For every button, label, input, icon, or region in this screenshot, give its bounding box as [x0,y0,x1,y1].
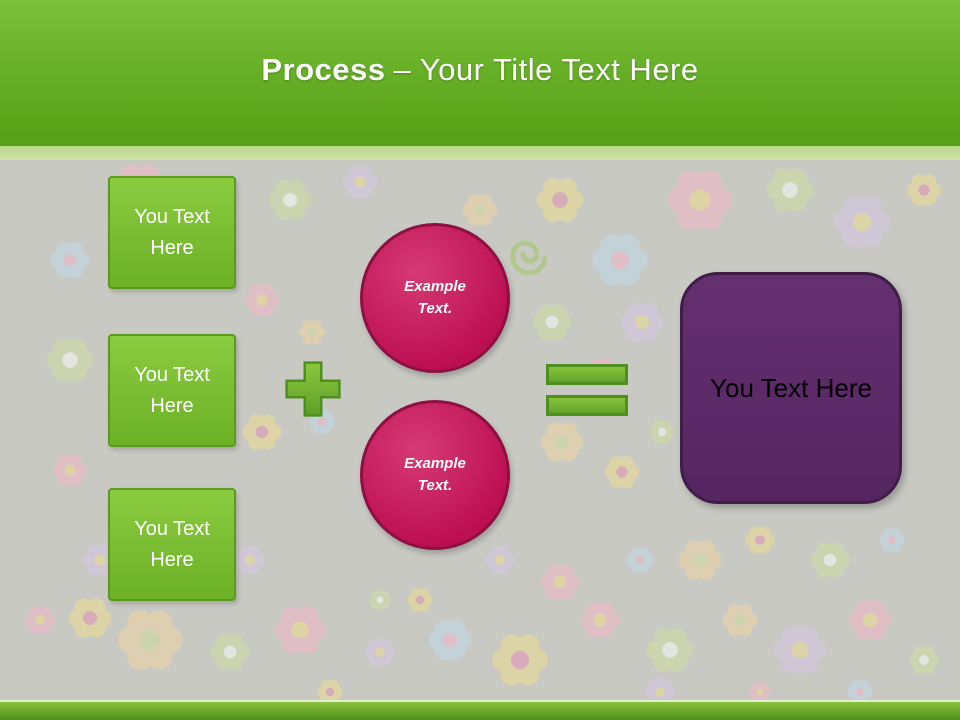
process-box-1-label: You Text Here [134,205,210,259]
equals-icon [546,364,628,416]
footer-bar [0,700,960,720]
example-circle-1-label: Example Text. [404,277,466,318]
process-box-2-label: You Text Here [134,363,210,417]
slide-title-rest: – Your Title Text Here [393,52,699,87]
example-circle-2-label: Example Text. [404,454,466,495]
process-box-1[interactable]: You Text Here [108,176,236,289]
process-box-3-label: You Text Here [134,517,210,571]
header-accent-strip [0,146,960,160]
example-circle-1[interactable]: Example Text. [360,223,510,373]
result-box-label: You Text Here [710,372,872,403]
title-bar [0,0,960,146]
result-box[interactable]: You Text Here [680,272,902,504]
process-box-3[interactable]: You Text Here [108,488,236,601]
plus-icon [285,361,341,417]
process-box-2[interactable]: You Text Here [108,334,236,447]
slide-title: Process– Your Title Text Here [0,52,960,88]
slide-title-keyword: Process [261,52,386,87]
example-circle-2[interactable]: Example Text. [360,400,510,550]
swirl-decoration [510,240,548,276]
